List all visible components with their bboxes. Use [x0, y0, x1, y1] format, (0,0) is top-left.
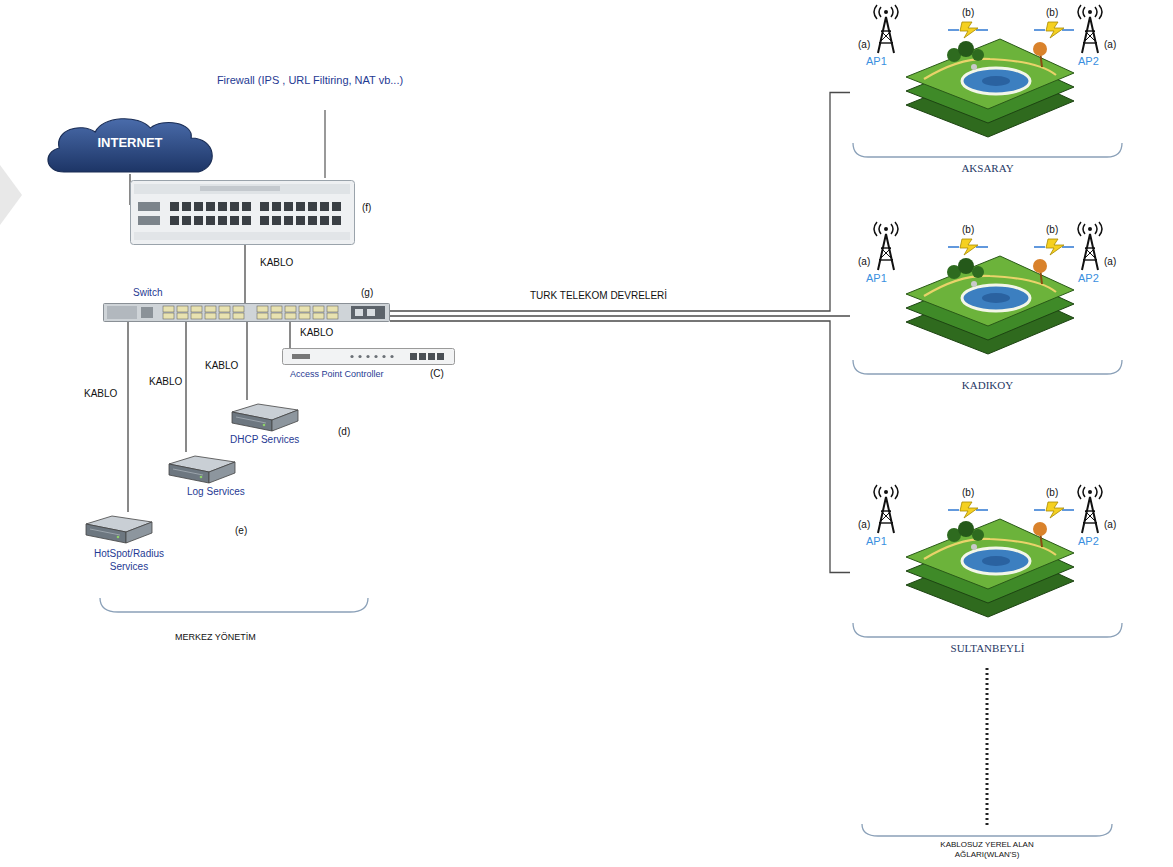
site-name: AKSARAY [850, 162, 1125, 176]
edge-label: KABLO [203, 360, 240, 373]
firewall-art [130, 180, 355, 245]
access-point-name: AP2 [1078, 55, 1099, 69]
callout-letter: (b) [1046, 224, 1058, 237]
callout-letter: (b) [962, 7, 974, 20]
log-server: Log Services [165, 452, 237, 484]
park-site: SULTANBEYLİ (b) (b) (a) AP1 (a) AP2 [850, 485, 1125, 660]
device-heading: Switch [133, 287, 162, 300]
cable-connector [289, 322, 290, 348]
site-art [850, 485, 1125, 660]
edge-label: KABLO [258, 257, 295, 270]
callout-letter: (e) [235, 525, 247, 538]
callout-letter: (a) [858, 519, 870, 532]
edge-label: KABLO [298, 327, 335, 340]
group-label: KABLOSUZ YEREL ALAN AĞLARI(WLAN'S) [922, 840, 1052, 860]
cable-connector [246, 322, 247, 400]
callout-letter: (C) [430, 368, 444, 381]
callout-letter: (a) [858, 39, 870, 52]
cable-connector [185, 322, 186, 452]
network-switch: Switch(g) [103, 303, 390, 322]
callout-letter: (a) [1104, 39, 1116, 52]
firewall-device: Firewall (IPS , URL Filtiring, NAT vb...… [130, 180, 355, 245]
server-art [228, 400, 300, 432]
apc-art [282, 348, 455, 365]
site-art [850, 5, 1125, 180]
site-name: KADIKOY [850, 379, 1125, 393]
callout-letter: (b) [1046, 7, 1058, 20]
cable-connector [390, 321, 850, 573]
cable-connector [127, 322, 128, 512]
site-art [850, 222, 1125, 397]
access-point-name: AP2 [1078, 272, 1099, 286]
park-site: AKSARAY (b) (b) (a) AP1 (a) AP2 [850, 5, 1125, 180]
device-caption: Log Services [187, 486, 245, 499]
hotspot-server: HotSpot/Radius Services(e) [82, 512, 154, 544]
access-point-name: AP2 [1078, 535, 1099, 549]
park-site: KADIKOY (b) (b) (a) AP1 (a) AP2 [850, 222, 1125, 397]
device-caption: Access Point Controller [290, 369, 384, 380]
edge-label: KABLO [147, 376, 184, 389]
edge-label: KABLO [82, 388, 119, 401]
callout-letter: (b) [962, 487, 974, 500]
callout-letter: (a) [1104, 256, 1116, 269]
cable-connector [390, 93, 850, 312]
callout-letter: (g) [361, 287, 373, 300]
access-point-name: AP1 [866, 535, 887, 549]
server-art [82, 512, 154, 544]
access-point-name: AP1 [866, 272, 887, 286]
access-point-name: AP1 [866, 55, 887, 69]
device-heading: Firewall (IPS , URL Filtiring, NAT vb...… [215, 74, 405, 88]
dhcp-server: DHCP Services(d) [228, 400, 300, 432]
callout-letter: (a) [858, 256, 870, 269]
ap-controller: Access Point Controller(C) [282, 348, 455, 365]
cable-connector [390, 315, 850, 316]
callout-letter: (d) [338, 426, 350, 439]
group-label: MERKEZ YÖNETİM [175, 632, 256, 643]
cloud-label: INTERNET [40, 135, 220, 151]
internet-cloud: INTERNET [40, 112, 220, 174]
site-name: SULTANBEYLİ [850, 642, 1125, 656]
callout-letter: (a) [1104, 519, 1116, 532]
server-art [165, 452, 237, 484]
callout-letter: (f) [362, 202, 371, 215]
cable-connector [244, 245, 245, 303]
switch-art [103, 303, 390, 322]
callout-letter: (b) [962, 224, 974, 237]
device-caption: DHCP Services [230, 434, 299, 447]
edge-label: TURK TELEKOM DEVRELERİ [528, 290, 669, 303]
callout-letter: (b) [1046, 487, 1058, 500]
device-caption: HotSpot/Radius Services [84, 548, 174, 573]
